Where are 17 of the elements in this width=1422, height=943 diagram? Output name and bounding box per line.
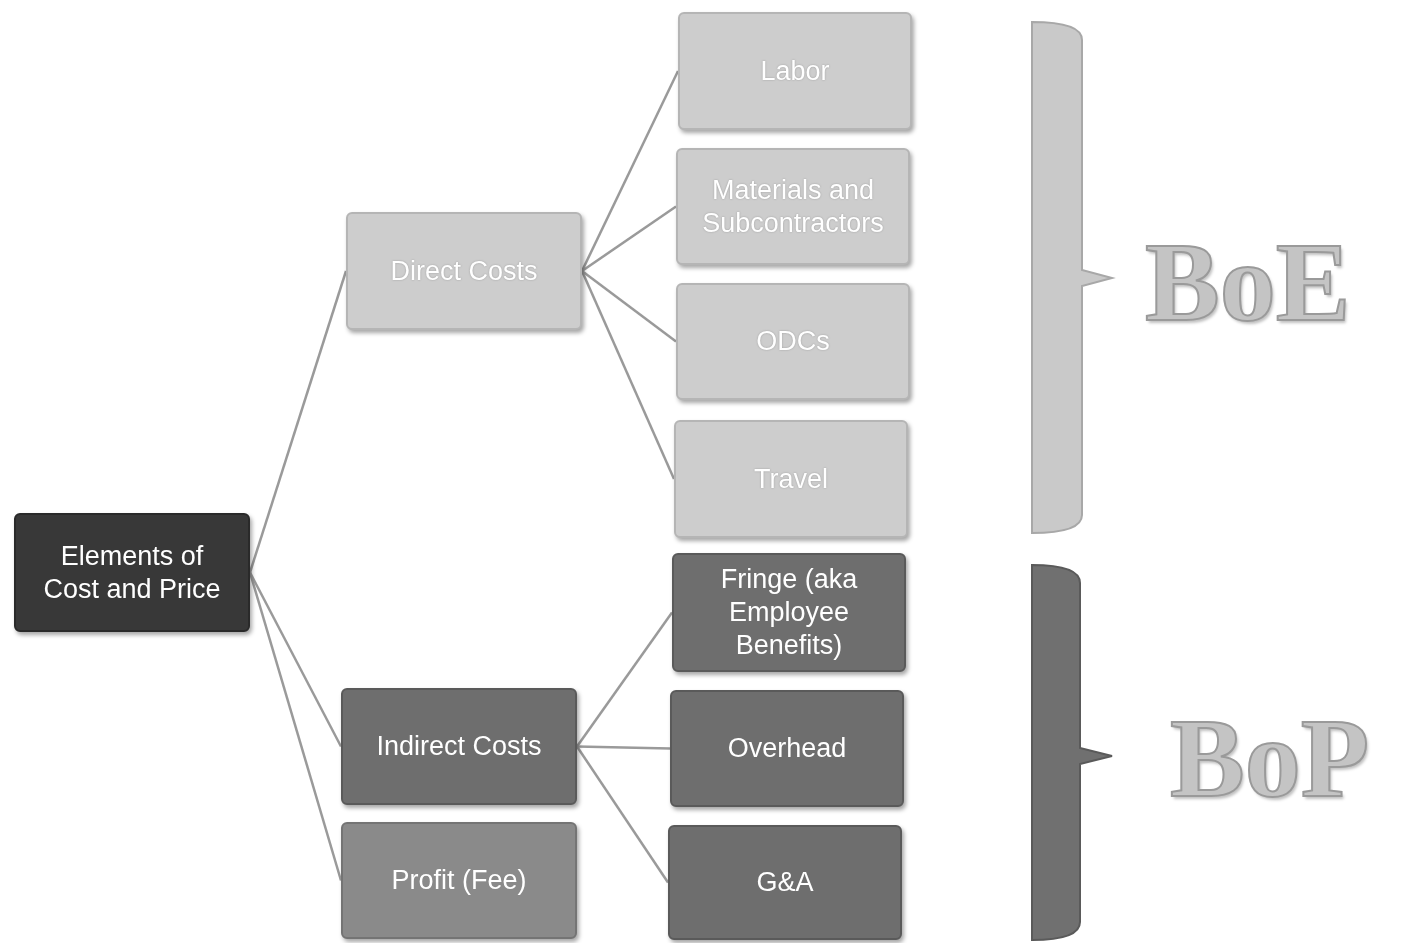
group-label: BoP [1170,702,1370,814]
category-box: Profit (Fee) [341,822,577,939]
connector-line [248,270,348,573]
category-box: Fringe (aka Employee Benefits) [672,553,906,672]
connector-line [248,572,343,881]
category-box: G&A [668,825,902,940]
connector-line [580,70,680,272]
connector-line [576,745,671,750]
connector-line [581,270,677,343]
category-box: Elements of Cost and Price [14,513,250,632]
group-label: BoE [1145,226,1351,338]
category-box: Overhead [670,690,904,807]
connector-line [580,270,676,480]
connector-line [575,745,670,884]
connector-line [576,611,673,748]
category-box: Indirect Costs [341,688,577,805]
connector-line [581,205,677,273]
